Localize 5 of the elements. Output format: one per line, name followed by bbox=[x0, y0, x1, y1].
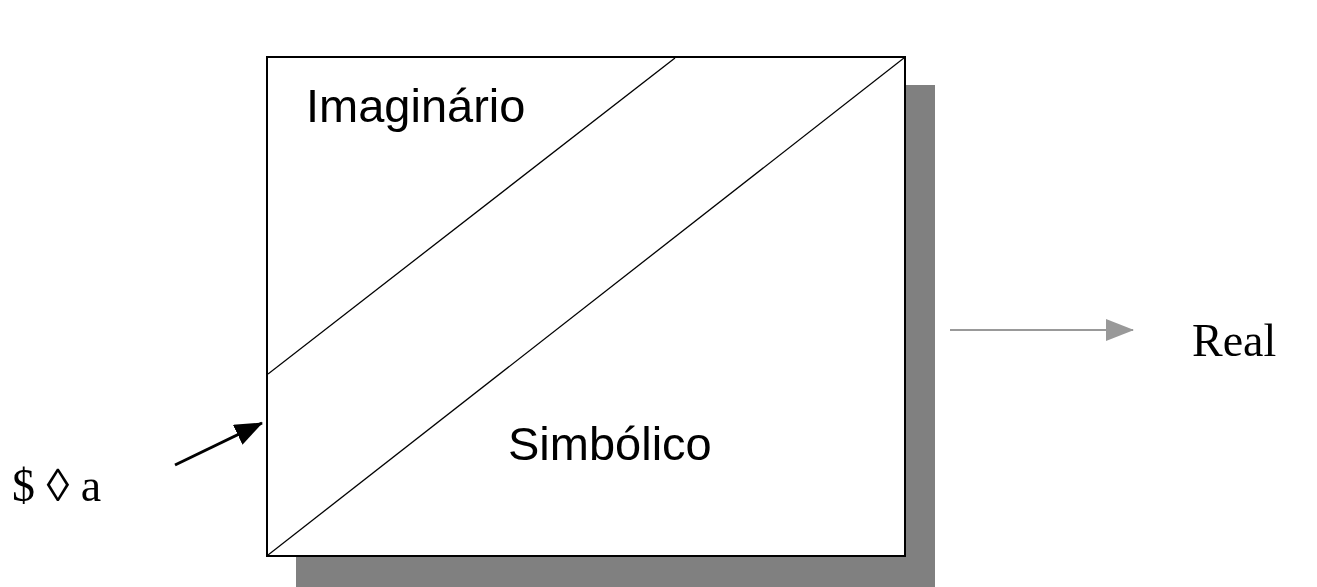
text-label: Real bbox=[1192, 310, 1277, 372]
arrow bbox=[949, 319, 1134, 341]
arrow bbox=[174, 421, 263, 467]
text-label: $ ◊ a bbox=[12, 455, 102, 517]
region-label: Simbólico bbox=[508, 420, 712, 467]
